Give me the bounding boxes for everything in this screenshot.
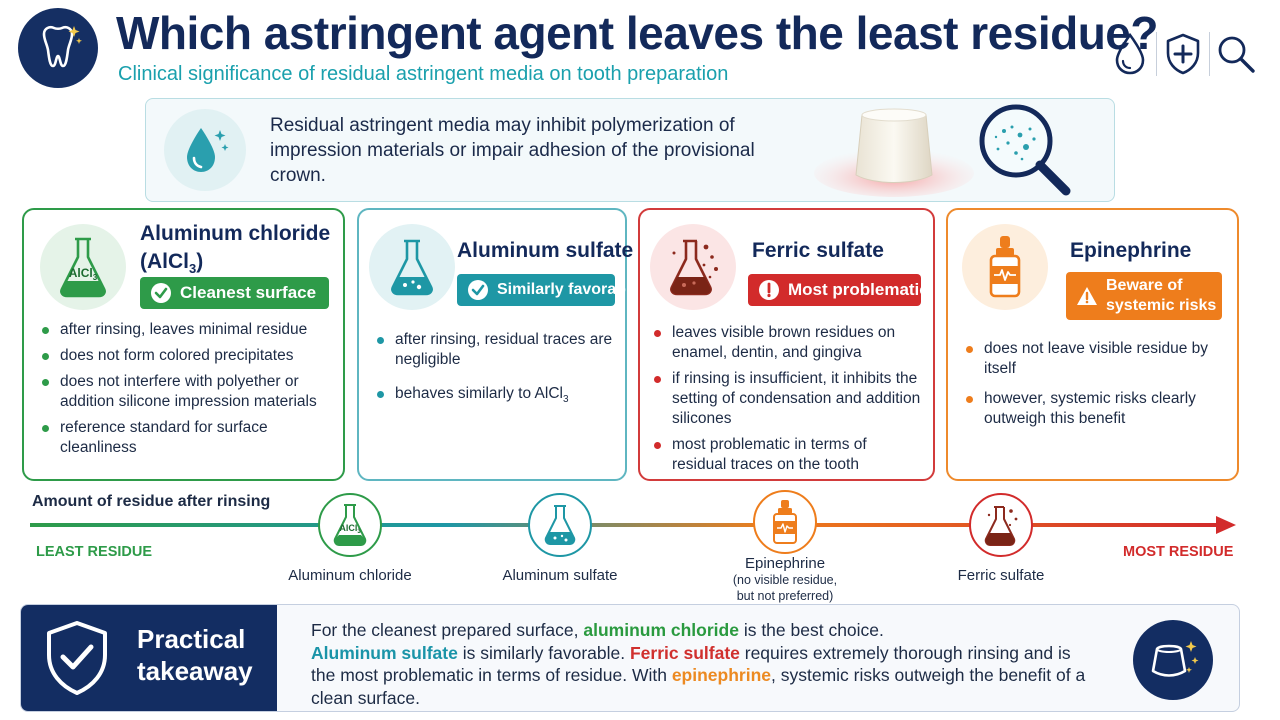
residue-magnifier-illustration [979,104,1071,196]
list-item: however, systemic risks clearly outweigh… [962,389,1222,429]
svg-text:AlCl3: AlCl3 [339,523,361,535]
status-badge: Cleanest surface [140,277,329,309]
status-badge: Similarly favorable [457,274,639,306]
residue-gradient-arrow [30,516,1236,534]
alert-circle-icon [759,280,779,300]
magnifier-icon [1210,28,1262,80]
list-item: does not leave visible residue by itself [962,339,1222,379]
card-ferric-sulfate: Ferric sulfate Most problematic leaves v… [638,208,935,481]
timeline-label: Ferric sulfate [957,567,1045,584]
dropper-bottle-icon [962,224,1048,310]
card-aluminum-chloride: AlCl3 Aluminum chloride (AlCl3) Cleanest… [22,208,345,481]
list-item: behaves similarly to AlCl3 [373,384,613,410]
card-title: Ferric sulfate [752,239,884,262]
timeline-label: Epinephrine (no visible residue, but not… [732,555,838,604]
flask-icon: AlCl3 [40,224,126,310]
card-title: Epinephrine [1070,239,1192,262]
page-title: Which astringent agent leaves the least … [116,7,1158,59]
timeline-node-aluminum-chloride: AlCl3 [318,493,382,557]
droplet-icon [1104,28,1156,80]
takeaway-text: For the cleanest prepared surface, alumi… [311,620,1086,708]
page-subtitle: Clinical significance of residual astrin… [118,63,729,85]
list-item: does not interfere with polyether or add… [38,372,338,412]
tooth-logo [18,8,98,88]
header-separator [1209,32,1210,76]
warning-triangle-icon [1077,287,1097,305]
shield-check-icon [47,621,107,695]
most-residue-label: MOST RESIDUE [1123,544,1234,560]
intro-banner: Residual astringent media may inhibit po… [145,98,1115,202]
timeline-node-ferric-sulfate [969,493,1033,557]
tooth-sparkle-icon [42,25,82,68]
bullet-list: leaves visible brown residues on enamel,… [650,323,925,481]
list-item: does not form colored precipitates [38,346,338,366]
list-item: after rinsing, leaves minimal residue [38,320,338,340]
water-drop-icon [164,109,246,191]
prepared-tooth-illustration [814,108,974,197]
timeline-heading: Amount of residue after rinsing [32,493,271,510]
flask-icon [650,224,736,310]
card-aluminum-sulfate: Aluminum sulfate Similarly favorable aft… [357,208,639,481]
intro-text: Residual astringent media may inhibit po… [270,115,755,186]
timeline-label: Aluminum sulfate [502,567,618,584]
list-item: reference standard for surface cleanline… [38,418,338,458]
flask-icon [369,224,455,310]
header-separator [1156,32,1157,76]
card-title: Aluminum chloride (AlCl3) [140,222,331,277]
check-circle-icon [468,280,488,300]
bullet-list: after rinsing, residual traces are negli… [373,330,613,416]
card-title: Aluminum sulfate [457,239,634,262]
timeline-label: Aluminum chloride [288,567,412,584]
check-circle-icon [151,283,171,303]
list-item: most problematic in terms of residual tr… [650,435,925,475]
bullet-list: after rinsing, leaves minimal residue do… [38,320,338,464]
timeline-node-aluminum-sulfate [528,493,592,557]
status-badge: Most problematic [748,274,929,306]
least-residue-label: LEAST RESIDUE [36,544,153,560]
header-icon-bar [1104,26,1268,82]
bullet-list: does not leave visible residue by itself… [962,339,1222,435]
list-item: after rinsing, residual traces are negli… [373,330,613,370]
clean-crown-icon [1133,620,1213,700]
svg-text:AlCl3: AlCl3 [69,266,98,282]
timeline-node-epinephrine [753,490,817,554]
list-item: leaves visible brown residues on enamel,… [650,323,925,363]
shield-plus-icon [1157,28,1209,80]
list-item: if rinsing is insufficient, it inhibits … [650,369,925,429]
